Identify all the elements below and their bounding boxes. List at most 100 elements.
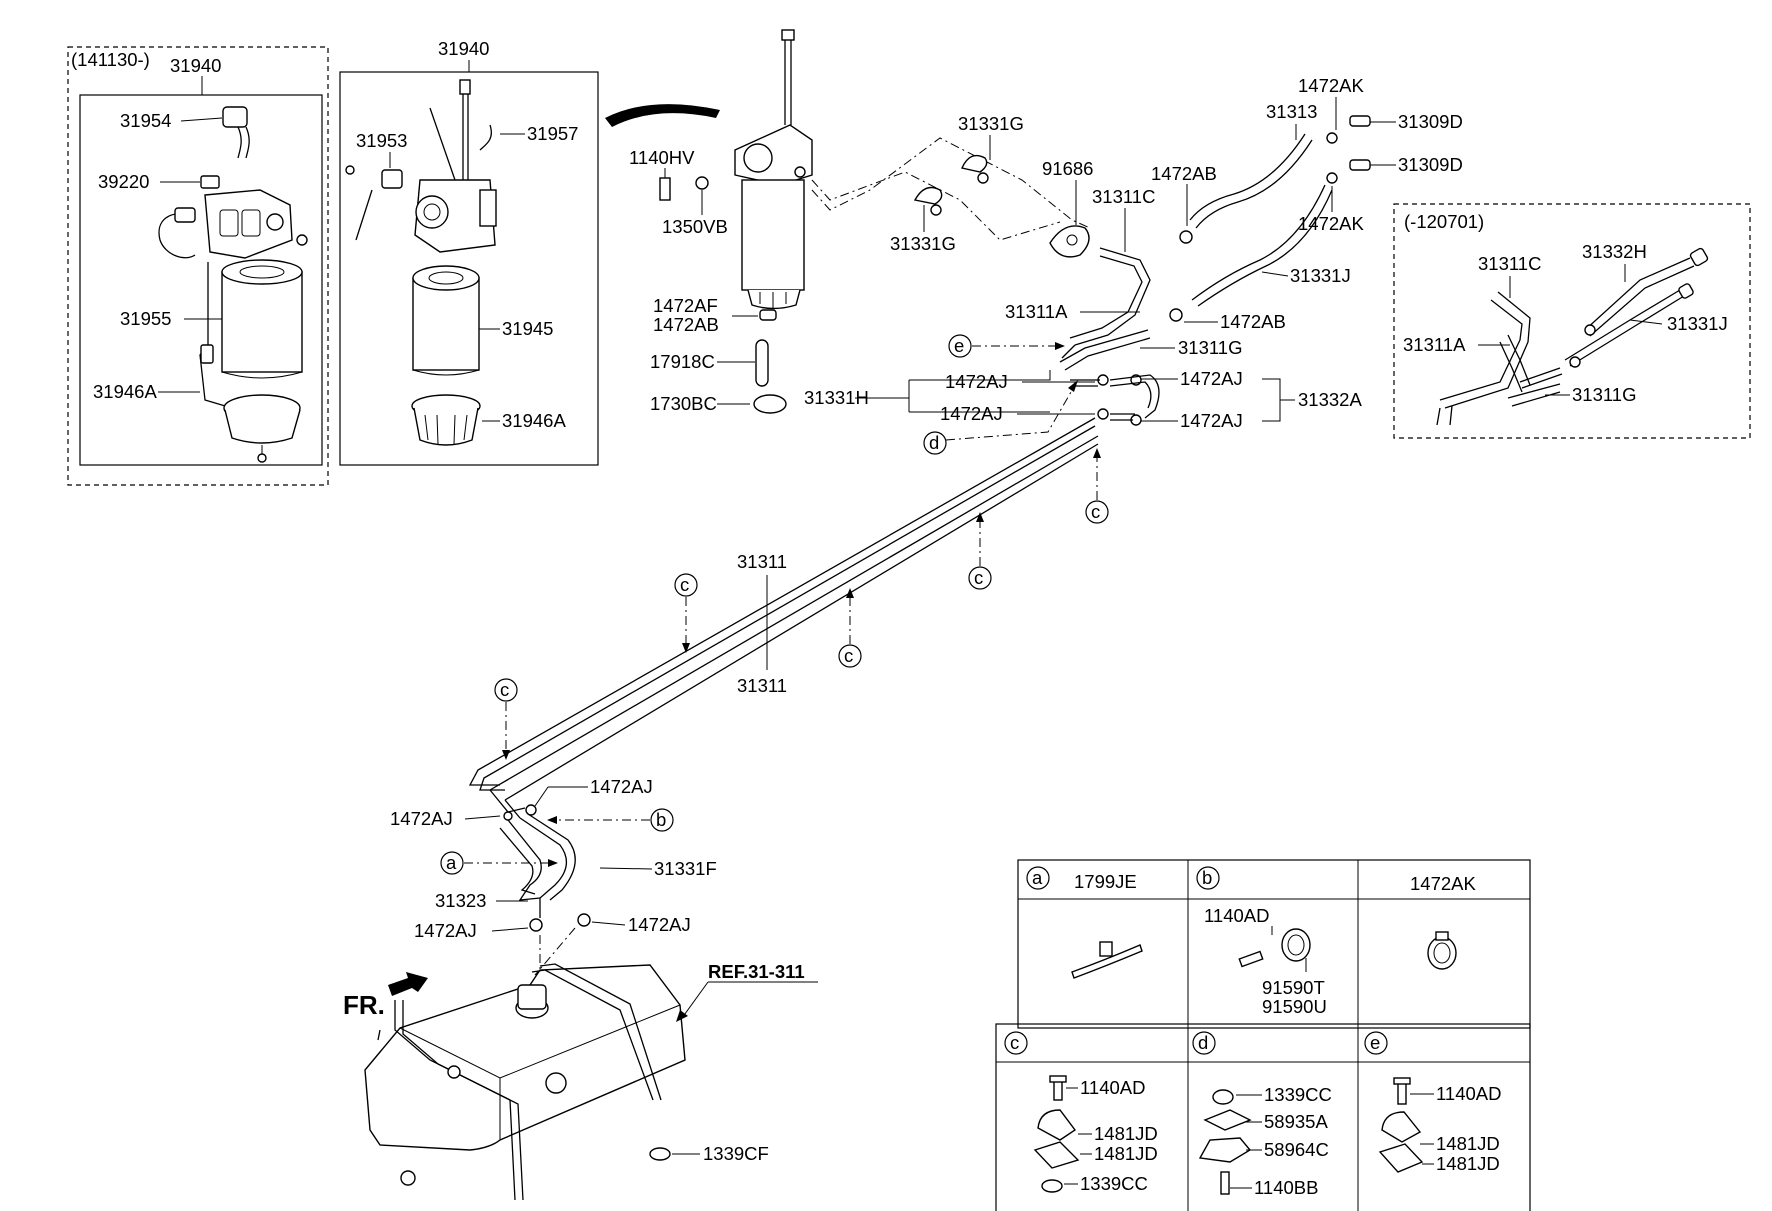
label-17918C: 17918C — [650, 351, 715, 372]
marker-c-4: c — [674, 573, 698, 653]
marker-c-4-label: c — [680, 574, 689, 595]
label-31311C: 31311C — [1092, 186, 1155, 207]
label-1472AF: 1472AF — [653, 295, 718, 316]
label-31311A-r: 31311A — [1403, 334, 1466, 355]
label-31309D-1: 31309D — [1398, 111, 1463, 132]
legend-d-58935A: 58935A — [1264, 1111, 1328, 1132]
label-31331F: 31331F — [654, 858, 717, 879]
legend-ak-title: 1472AK — [1410, 873, 1476, 894]
front-arrow-icon — [388, 972, 428, 996]
label-31331H: 31331H — [804, 387, 869, 408]
label-31311-top: 31311 — [737, 551, 787, 572]
legend-c-1339CC: 1339CC — [1080, 1173, 1148, 1194]
marker-e-label: e — [954, 335, 964, 356]
marker-c-1: c — [1085, 448, 1109, 524]
legend-d-letter: d — [1198, 1032, 1208, 1053]
clip-31331G-bot — [913, 186, 943, 205]
legend-marker-d-icon — [1192, 1031, 1216, 1055]
label-1472AB-c: 1472AB — [1220, 311, 1286, 332]
clip-31331G-top — [961, 154, 988, 173]
legend-d-1140BB: 1140BB — [1254, 1177, 1318, 1198]
part-31945-filter — [412, 277, 480, 371]
label-1472AJ-4: 1472AJ — [1180, 410, 1243, 431]
part-31954-connector — [222, 106, 248, 128]
grommet-1730BC-icon — [753, 394, 787, 414]
label-31954: 31954 — [120, 110, 171, 131]
legend-marker-e-icon — [1364, 1031, 1388, 1055]
label-1472AB-b: 1472AB — [1151, 163, 1217, 184]
label-1140HV: 1140HV — [629, 147, 695, 168]
legend-c-1481JD-1: 1481JD — [1094, 1123, 1158, 1144]
label-39220: 39220 — [98, 171, 149, 192]
filter-box-left — [79, 94, 323, 466]
marker-d-label: d — [929, 432, 939, 453]
label-31313: 31313 — [1266, 101, 1317, 122]
grommet-91686 — [1049, 225, 1090, 258]
label-1472AK-top: 1472AK — [1298, 75, 1364, 96]
connector-31309D-1 — [1349, 115, 1371, 127]
marker-a-icon — [440, 851, 464, 875]
legend-e-1481JD-1: 1481JD — [1436, 1133, 1500, 1154]
label-1472AJ-1: 1472AJ — [945, 371, 1008, 392]
legend-c-letter: c — [1010, 1032, 1019, 1053]
clamp-1472AF-icon — [759, 309, 777, 321]
label-31332H-r: 31332H — [1582, 241, 1647, 262]
label-31311G: 31311G — [1178, 337, 1242, 358]
label-ref-31-311: REF.31-311 — [708, 961, 805, 982]
marker-c-1-label: c — [1091, 501, 1100, 522]
marker-c-5: c — [494, 678, 518, 760]
dashed-boundary-141130 — [67, 46, 329, 486]
label-1350VB: 1350VB — [662, 216, 728, 237]
main-fuel-filter — [734, 29, 813, 310]
marker-b-icon — [650, 808, 674, 832]
filter-assembly-group-mid: 31940 31953 31957 31945 31946A — [339, 38, 599, 466]
label-1472AJ-5: 1472AJ — [590, 776, 653, 797]
clamp-1472AK-icon — [1427, 936, 1457, 970]
label-31946A-mid: 31946A — [502, 410, 566, 431]
part-31955-filter — [221, 271, 303, 373]
marker-b-label: b — [656, 809, 666, 830]
label-1472AJ-6: 1472AJ — [390, 808, 453, 829]
label-31309D-2: 31309D — [1398, 154, 1463, 175]
tie-1799JE-icon — [1071, 944, 1143, 979]
legend-d-58964C: 58964C — [1264, 1139, 1329, 1160]
label-1730BC: 1730BC — [650, 393, 717, 414]
label-31955: 31955 — [120, 308, 171, 329]
legend-b-letter: b — [1202, 867, 1212, 888]
legend-marker-a-icon — [1026, 866, 1050, 890]
part-filter-head-left — [204, 189, 293, 259]
label-1339CF: 1339CF — [703, 1143, 769, 1164]
pipe-31331J — [1191, 184, 1326, 301]
legend-marker-c-icon — [1004, 1031, 1028, 1055]
clamp-1472AB-c-icon — [1169, 308, 1183, 322]
legend-b-91590U: 91590U — [1262, 996, 1327, 1017]
part-39220-sensor — [200, 175, 220, 189]
label-31311G-r: 31311G — [1572, 384, 1636, 405]
label-1472AJ-7: 1472AJ — [414, 920, 477, 941]
label-1472AJ-2: 1472AJ — [940, 403, 1003, 424]
label-31323: 31323 — [435, 890, 486, 911]
fastener-legend-table: a 1799JE b 1140AD 91590T 91590U 1472AK c… — [995, 859, 1531, 1211]
marker-a-label: a — [446, 852, 457, 873]
legend-e-1481JD-2: 1481JD — [1436, 1153, 1500, 1174]
label-31331G-bot: 31331G — [890, 233, 956, 254]
legend-c-1140AD: 1140AD — [1080, 1077, 1145, 1098]
pipe-group-120701: (-120701) 31311C 31332H 31311A 31331J 31… — [1393, 203, 1751, 439]
label-31940-mid: 31940 — [438, 38, 489, 59]
marker-c-3: c — [838, 588, 862, 668]
label-1472AJ-3: 1472AJ — [1180, 368, 1243, 389]
label-91686: 91686 — [1042, 158, 1093, 179]
pointer-arrow-icon — [605, 104, 720, 127]
label-31331G-top: 31331G — [958, 113, 1024, 134]
legend-marker-b-icon — [1196, 866, 1220, 890]
pipe-31311-upper — [468, 417, 1096, 786]
label-120701: (-120701) — [1404, 211, 1484, 232]
label-fr: FR. — [343, 990, 385, 1020]
legend-e-1140AD: 1140AD — [1436, 1083, 1501, 1104]
label-31945: 31945 — [502, 318, 553, 339]
label-1472AK-mid: 1472AK — [1298, 213, 1364, 234]
hose-17918C — [755, 339, 769, 387]
fuel-tank — [364, 963, 686, 1201]
label-31311-bot: 31311 — [737, 675, 787, 696]
legend-e-letter: e — [1370, 1032, 1380, 1053]
